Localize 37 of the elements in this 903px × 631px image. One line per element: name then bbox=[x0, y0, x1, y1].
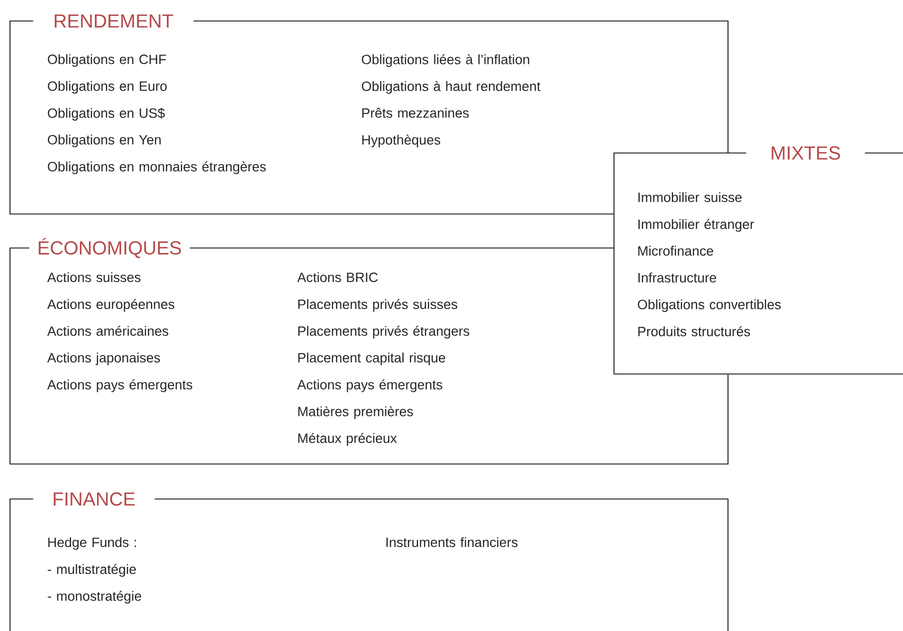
list-item: Placements privés étrangers bbox=[298, 326, 470, 339]
list-item: Placement capital risque bbox=[298, 352, 446, 366]
list-item: Obligations en monnaies étrangères bbox=[48, 161, 266, 174]
list-item: Infrastructure bbox=[638, 272, 716, 282]
list-item: Actions pays émergents bbox=[47, 379, 192, 392]
list-item: Obligations en US$ bbox=[48, 108, 165, 121]
list-item: Immobilier étranger bbox=[638, 219, 754, 232]
section-heading: ÉCONOMIQUES bbox=[29, 236, 190, 260]
list-item: Obligations convertibles bbox=[638, 299, 781, 312]
list-item: Matières premières bbox=[298, 406, 413, 419]
list-item: Obligations liées à l’inflation bbox=[362, 54, 530, 67]
list-item: Obligations à haut rendement bbox=[362, 81, 540, 94]
list-item: Actions japonaises bbox=[47, 352, 160, 366]
list-item: Obligations en Yen bbox=[48, 134, 161, 148]
list-item: Actions BRIC bbox=[297, 272, 378, 282]
section-heading: MIXTES bbox=[746, 144, 865, 162]
list-item: Obligations en CHF bbox=[48, 54, 166, 67]
list-item: Placements privés suisses bbox=[298, 299, 458, 312]
list-item: Instruments financiers bbox=[386, 537, 518, 548]
list-item: Actions pays émergents bbox=[297, 379, 442, 392]
list-item: Microfinance bbox=[638, 246, 714, 256]
list-item: - monostratégie bbox=[48, 590, 142, 604]
section-box bbox=[613, 144, 903, 375]
list-item: Prêts mezzanines bbox=[362, 108, 469, 118]
list-item: Hypothèques bbox=[362, 134, 440, 148]
list-item: Actions américaines bbox=[47, 326, 168, 336]
section-heading: RENDEMENT bbox=[33, 12, 194, 30]
list-item: Actions européennes bbox=[47, 299, 174, 312]
section-heading: FINANCE bbox=[33, 490, 155, 508]
list-item: Obligations en Euro bbox=[48, 81, 167, 94]
list-item: Immobilier suisse bbox=[638, 192, 742, 202]
list-item: Actions suisses bbox=[47, 272, 140, 282]
list-item: Métaux précieux bbox=[298, 433, 397, 446]
section-box bbox=[9, 490, 729, 631]
list-item: Produits structurés bbox=[638, 326, 750, 336]
list-item: Hedge Funds : bbox=[48, 537, 136, 550]
list-item: - multistratégie bbox=[48, 564, 136, 577]
